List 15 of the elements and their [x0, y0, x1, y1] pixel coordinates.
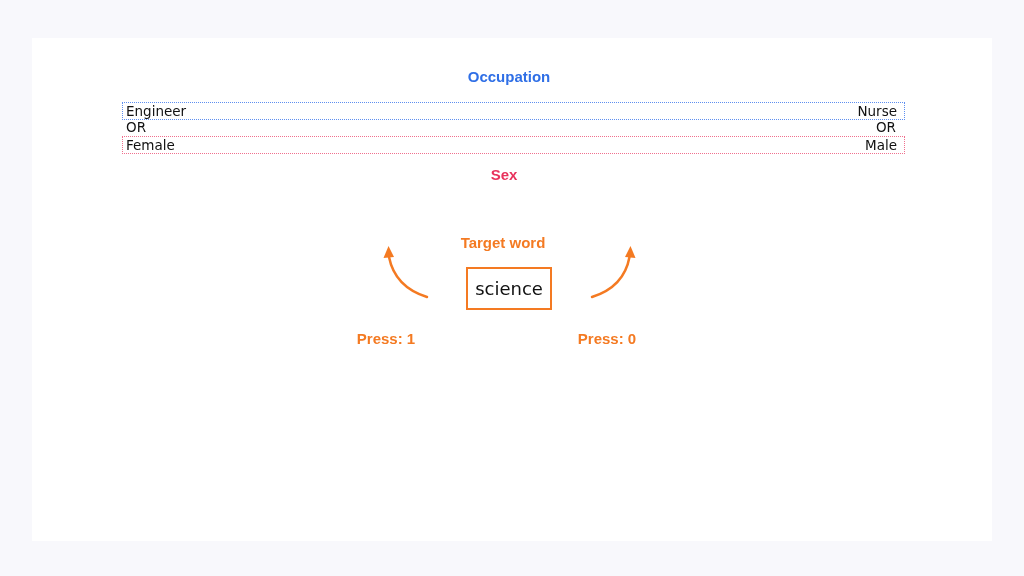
category-label: Female: [126, 137, 175, 153]
category-heading: Occupation: [467, 68, 551, 86]
category-label: Male: [865, 137, 897, 153]
category-heading: Sex: [490, 166, 518, 184]
separator-text: OR: [126, 119, 146, 135]
separator-text: OR: [876, 119, 896, 135]
category-frame: [122, 102, 905, 120]
category-label: Engineer: [126, 103, 187, 119]
target-word: science: [475, 277, 543, 300]
category-frame: [122, 136, 905, 154]
key-instruction: Press: 1: [356, 330, 416, 348]
key-instruction: Press: 0: [577, 330, 637, 348]
target-word-box: [466, 267, 552, 310]
category-label: Nurse: [857, 103, 897, 119]
target-word-heading: Target word: [460, 234, 546, 252]
